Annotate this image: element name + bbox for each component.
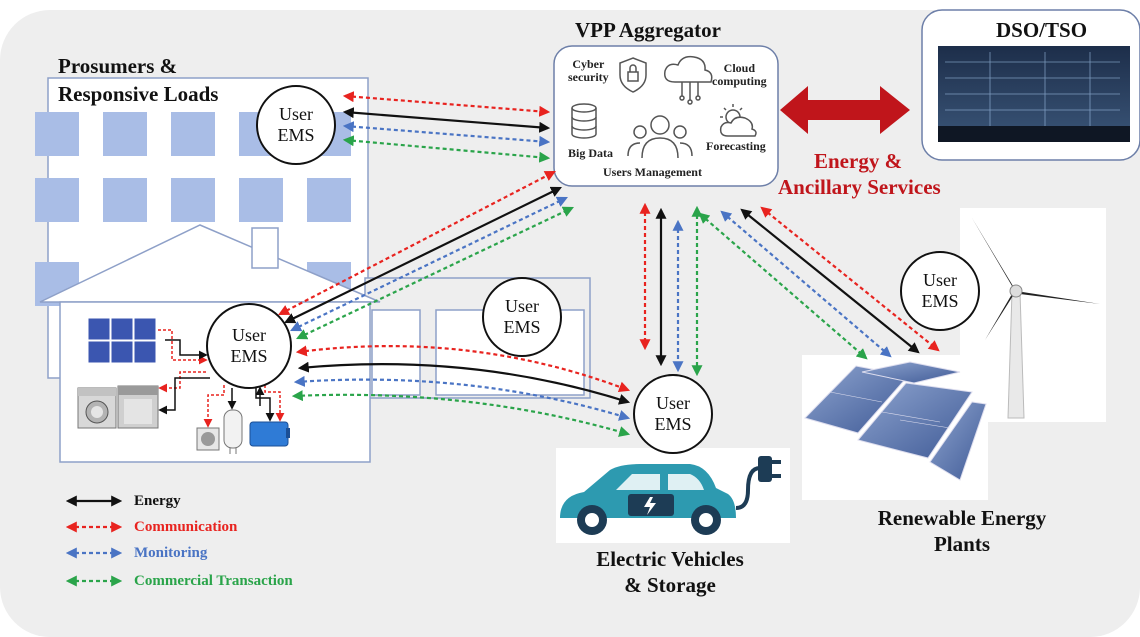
forecasting-caption: Forecasting: [706, 139, 766, 153]
legend-communication-label: Communication: [134, 518, 238, 535]
ems-label-line1: User: [923, 270, 957, 290]
dso-tso-title: DSO/TSO: [996, 18, 1088, 42]
ems-label-line1: User: [505, 296, 539, 316]
legend-monitoring-label: Monitoring: [134, 544, 208, 561]
database-icon: [571, 103, 597, 139]
prosumers-label: Prosumers & Responsive Loads: [58, 52, 218, 108]
ems-label-house: User EMS: [204, 325, 294, 367]
ems-label-line2: EMS: [654, 414, 692, 434]
links-house-ev: [291, 344, 631, 437]
ems-circle-prosumers: [256, 85, 336, 165]
dishwasher-icon: [117, 385, 159, 429]
electric-vehicle: [556, 448, 790, 543]
cloud-caption-line2: computing: [712, 74, 767, 88]
solar-farm: [802, 355, 988, 500]
cyber-caption-line1: Cyber: [572, 57, 605, 71]
cloud-computing-caption: Cloud computing: [712, 62, 767, 88]
washing-machine-icon: [77, 387, 117, 429]
lock-shield-icon: [619, 57, 647, 93]
energy-arrow-icon: [65, 495, 123, 507]
energy-services-double-arrow: [780, 86, 910, 134]
ems-label-line2: EMS: [277, 125, 315, 145]
ems-label-line1: User: [232, 325, 266, 345]
big-data-caption: Big Data: [568, 146, 613, 160]
links-vpp-renewable: [698, 206, 940, 360]
ems-label-renewable: User EMS: [895, 270, 985, 312]
ems-label-garage: User EMS: [477, 296, 567, 338]
cloud-computing-icon: [663, 55, 713, 105]
ancillary-services-label: Energy & Ancillary Services: [778, 148, 941, 200]
renewable-plants-label: Renewable Energy Plants: [862, 505, 1062, 557]
ems-label-line2: EMS: [921, 291, 959, 311]
vpp-title: VPP Aggregator: [575, 18, 721, 42]
wind-turbine: [960, 208, 1106, 422]
dso-tso-box: [921, 9, 1140, 161]
ems-label-line2: EMS: [503, 317, 541, 337]
air-conditioner-icon: [196, 427, 220, 451]
weather-forecast-icon: [719, 104, 757, 137]
prosumers-label-line1: Prosumers &: [58, 54, 178, 78]
ev-label-line2: & Storage: [624, 573, 716, 597]
ems-circle-ev: [633, 374, 713, 454]
cyber-security-caption: Cyber security: [568, 58, 609, 84]
cloud-caption-line1: Cloud: [723, 61, 756, 75]
house-internal-links: [158, 329, 285, 428]
links-house-vpp: [278, 170, 574, 340]
legend-energy-label: Energy: [134, 492, 181, 509]
ev-storage-label: Electric Vehicles & Storage: [585, 546, 755, 598]
ems-label-ev: User EMS: [628, 393, 718, 435]
links-vpp-ev: [639, 202, 703, 377]
legend-commercial-label: Commercial Transaction: [134, 572, 293, 589]
water-heater-icon: [223, 409, 243, 454]
users-management-caption: Users Management: [603, 165, 702, 179]
vpp-box: [553, 45, 779, 187]
ancillary-label-line2: Ancillary Services: [778, 175, 941, 199]
ems-label-line2: EMS: [230, 346, 268, 366]
ems-circle-house: [206, 303, 292, 389]
commercial-arrow-icon: [65, 575, 123, 587]
communication-arrow-icon: [65, 521, 123, 533]
renewable-label-line2: Plants: [933, 532, 990, 556]
legend-energy: Energy: [62, 491, 181, 511]
ems-label-prosumers: User EMS: [251, 104, 341, 146]
cyber-caption-line2: security: [568, 70, 609, 84]
legend-commercial: Commercial Transaction: [62, 571, 293, 591]
ancillary-label-line1: Energy &: [814, 149, 903, 173]
users-group-icon: [627, 115, 693, 159]
battery-icon: [249, 421, 290, 447]
monitoring-arrow-icon: [65, 547, 123, 559]
prosumers-label-line2: Responsive Loads: [58, 82, 219, 106]
legend-monitoring: Monitoring: [62, 543, 207, 563]
renewable-label-line1: Renewable Energy: [877, 506, 1047, 530]
links-prosumers-vpp: [342, 91, 551, 163]
ems-label-line1: User: [279, 104, 313, 124]
house-solar-panels: [87, 317, 157, 364]
legend-communication: Communication: [62, 517, 237, 537]
ems-label-line1: User: [656, 393, 690, 413]
ev-label-line1: Electric Vehicles: [596, 547, 744, 571]
